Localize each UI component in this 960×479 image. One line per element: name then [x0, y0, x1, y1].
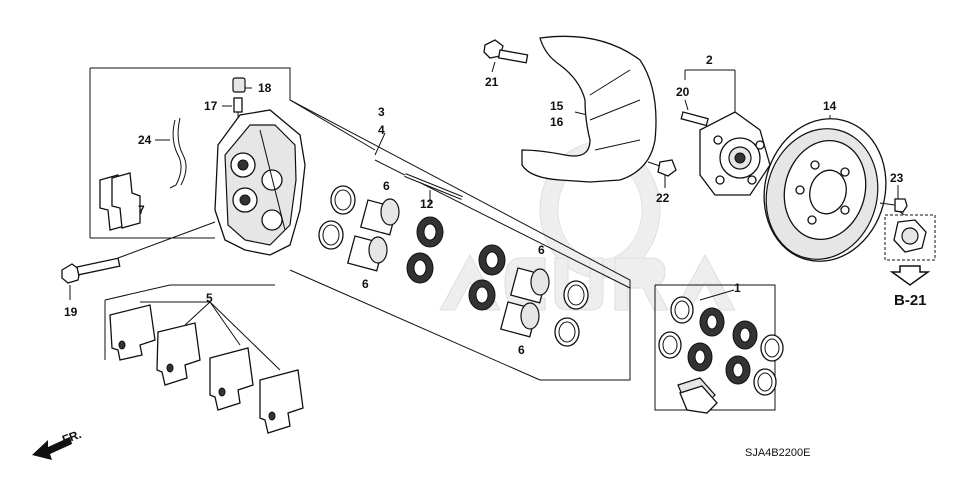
bolt-21 — [483, 39, 529, 64]
label-part-16: 16 — [550, 115, 564, 129]
seal-ring-b — [318, 220, 344, 250]
brake-pad-a — [109, 304, 156, 361]
label-part-5: 5 — [206, 291, 213, 305]
dust-seal-b — [406, 252, 434, 284]
reference-arrow — [889, 265, 931, 286]
label-part-12: 12 — [420, 197, 434, 211]
piston-lower-right — [499, 301, 540, 338]
bleeder-cap-18 — [232, 77, 246, 93]
piston-upper — [359, 198, 400, 236]
brake-disc-14 — [763, 118, 887, 262]
label-part-24: 24 — [138, 133, 152, 147]
label-part-23: 23 — [890, 171, 904, 185]
label-part-6: 6 — [383, 179, 390, 193]
diagram-code: SJA4B2200E — [745, 447, 810, 459]
dust-seal-d — [468, 279, 496, 311]
label-part-15: 15 — [550, 99, 564, 113]
hub-nut-detail — [884, 214, 936, 261]
label-part-22: 22 — [656, 191, 670, 205]
bolt-19 — [61, 221, 216, 284]
brake-pad-c — [209, 347, 254, 411]
brake-caliper — [214, 109, 306, 256]
hub-bearing-2 — [680, 111, 771, 196]
pad-pin-12 — [404, 173, 463, 200]
label-part-2: 2 — [706, 53, 713, 67]
part-labels: 1 2 3 4 5 6 6 6 6 7 12 14 15 16 17 18 19… — [64, 53, 904, 357]
seal-ring-c — [563, 280, 589, 310]
front-label: FR. — [60, 427, 83, 447]
seal-kit-1 — [658, 296, 784, 414]
splash-shield — [521, 35, 657, 183]
label-part-21: 21 — [485, 75, 499, 89]
piston-lower — [346, 235, 388, 272]
label-part-6: 6 — [518, 343, 525, 357]
dust-seal-c — [478, 244, 506, 276]
reference-label: B-21 — [894, 292, 927, 309]
pad-shim-7 — [99, 172, 141, 231]
label-part-14: 14 — [823, 99, 837, 113]
label-part-3: 3 — [378, 105, 385, 119]
label-part-17: 17 — [204, 99, 218, 113]
label-part-19: 19 — [64, 305, 78, 319]
label-part-20: 20 — [676, 85, 690, 99]
dust-seal-a — [416, 216, 444, 248]
bolt-22 — [647, 159, 677, 177]
front-direction-arrow — [32, 437, 72, 460]
seal-ring-a — [330, 185, 356, 215]
brake-pad-d — [259, 369, 304, 434]
piston-upper-right — [509, 267, 550, 304]
screw-23 — [879, 198, 908, 213]
label-part-6: 6 — [538, 243, 545, 257]
label-part-6: 6 — [362, 277, 369, 291]
label-part-18: 18 — [258, 81, 272, 95]
label-part-4: 4 — [378, 123, 385, 137]
label-part-1: 1 — [734, 281, 741, 295]
brake-pad-b — [156, 322, 201, 386]
label-part-7: 7 — [138, 203, 145, 217]
spring-24 — [169, 117, 187, 189]
group-frames — [89, 67, 776, 411]
seal-ring-d — [554, 317, 580, 347]
